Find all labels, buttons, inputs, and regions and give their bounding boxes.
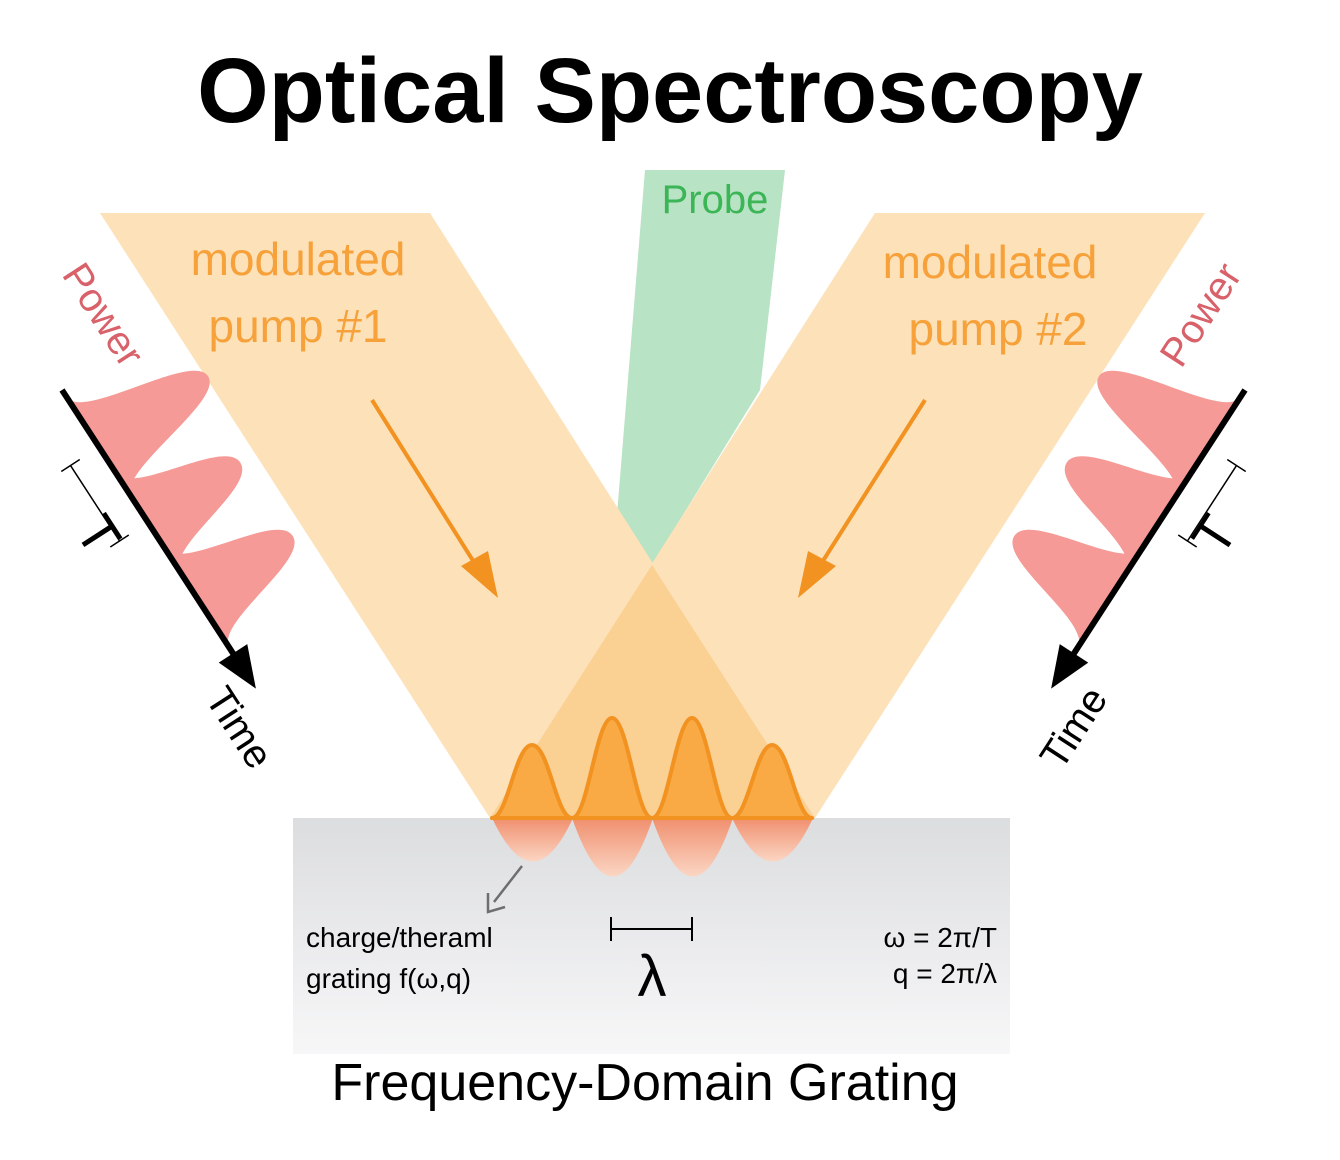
grating-dip-2 — [572, 818, 653, 877]
pump2-direction-arrow — [798, 398, 927, 598]
pump2-label-line1: modulated — [883, 236, 1098, 288]
left-time-axis — [59, 370, 295, 689]
grating-label-line2: grating f(ω,q) — [306, 963, 471, 994]
left-time-arrowhead — [218, 644, 256, 689]
sample-slab — [293, 818, 1010, 1054]
grating-pointer-arrow — [486, 865, 523, 914]
right-time-axis — [1012, 370, 1248, 689]
interference-wave — [490, 716, 814, 820]
beam-overlap — [490, 565, 815, 818]
right-power-pulses — [1012, 370, 1241, 649]
wavelength-label: λ — [638, 944, 667, 1009]
right-period-label: T — [1181, 505, 1249, 565]
left-power-pulses — [66, 370, 295, 649]
pump1-label-line2: pump #1 — [208, 300, 387, 352]
right-time-arrowhead — [1051, 644, 1089, 689]
right-power-label: Power — [1152, 255, 1251, 374]
grating-label-line1: charge/theraml — [306, 922, 493, 953]
probe-beam — [616, 170, 785, 565]
grating-dip-1 — [492, 818, 573, 862]
pump1-label-line1: modulated — [191, 233, 406, 285]
omega-equation: ω = 2π/T — [883, 922, 997, 953]
left-time-label: Time — [197, 679, 282, 776]
right-time-label: Time — [1032, 679, 1117, 776]
probe-label: Probe — [662, 178, 769, 222]
footer-caption: Frequency-Domain Grating — [331, 1054, 958, 1112]
wavelength-bracket — [610, 917, 693, 941]
pump2-label-line2: pump #2 — [908, 303, 1087, 355]
q-equation: q = 2π/λ — [893, 958, 997, 989]
pump1-direction-arrow — [370, 398, 498, 598]
grating-dip-4 — [732, 818, 813, 862]
right-period-bracket — [1177, 458, 1247, 548]
grating-dip-3 — [652, 818, 733, 877]
page-title: Optical Spectroscopy — [197, 40, 1143, 142]
left-power-label: Power — [54, 255, 153, 374]
left-period-label: T — [64, 505, 132, 565]
left-period-bracket — [60, 458, 130, 548]
